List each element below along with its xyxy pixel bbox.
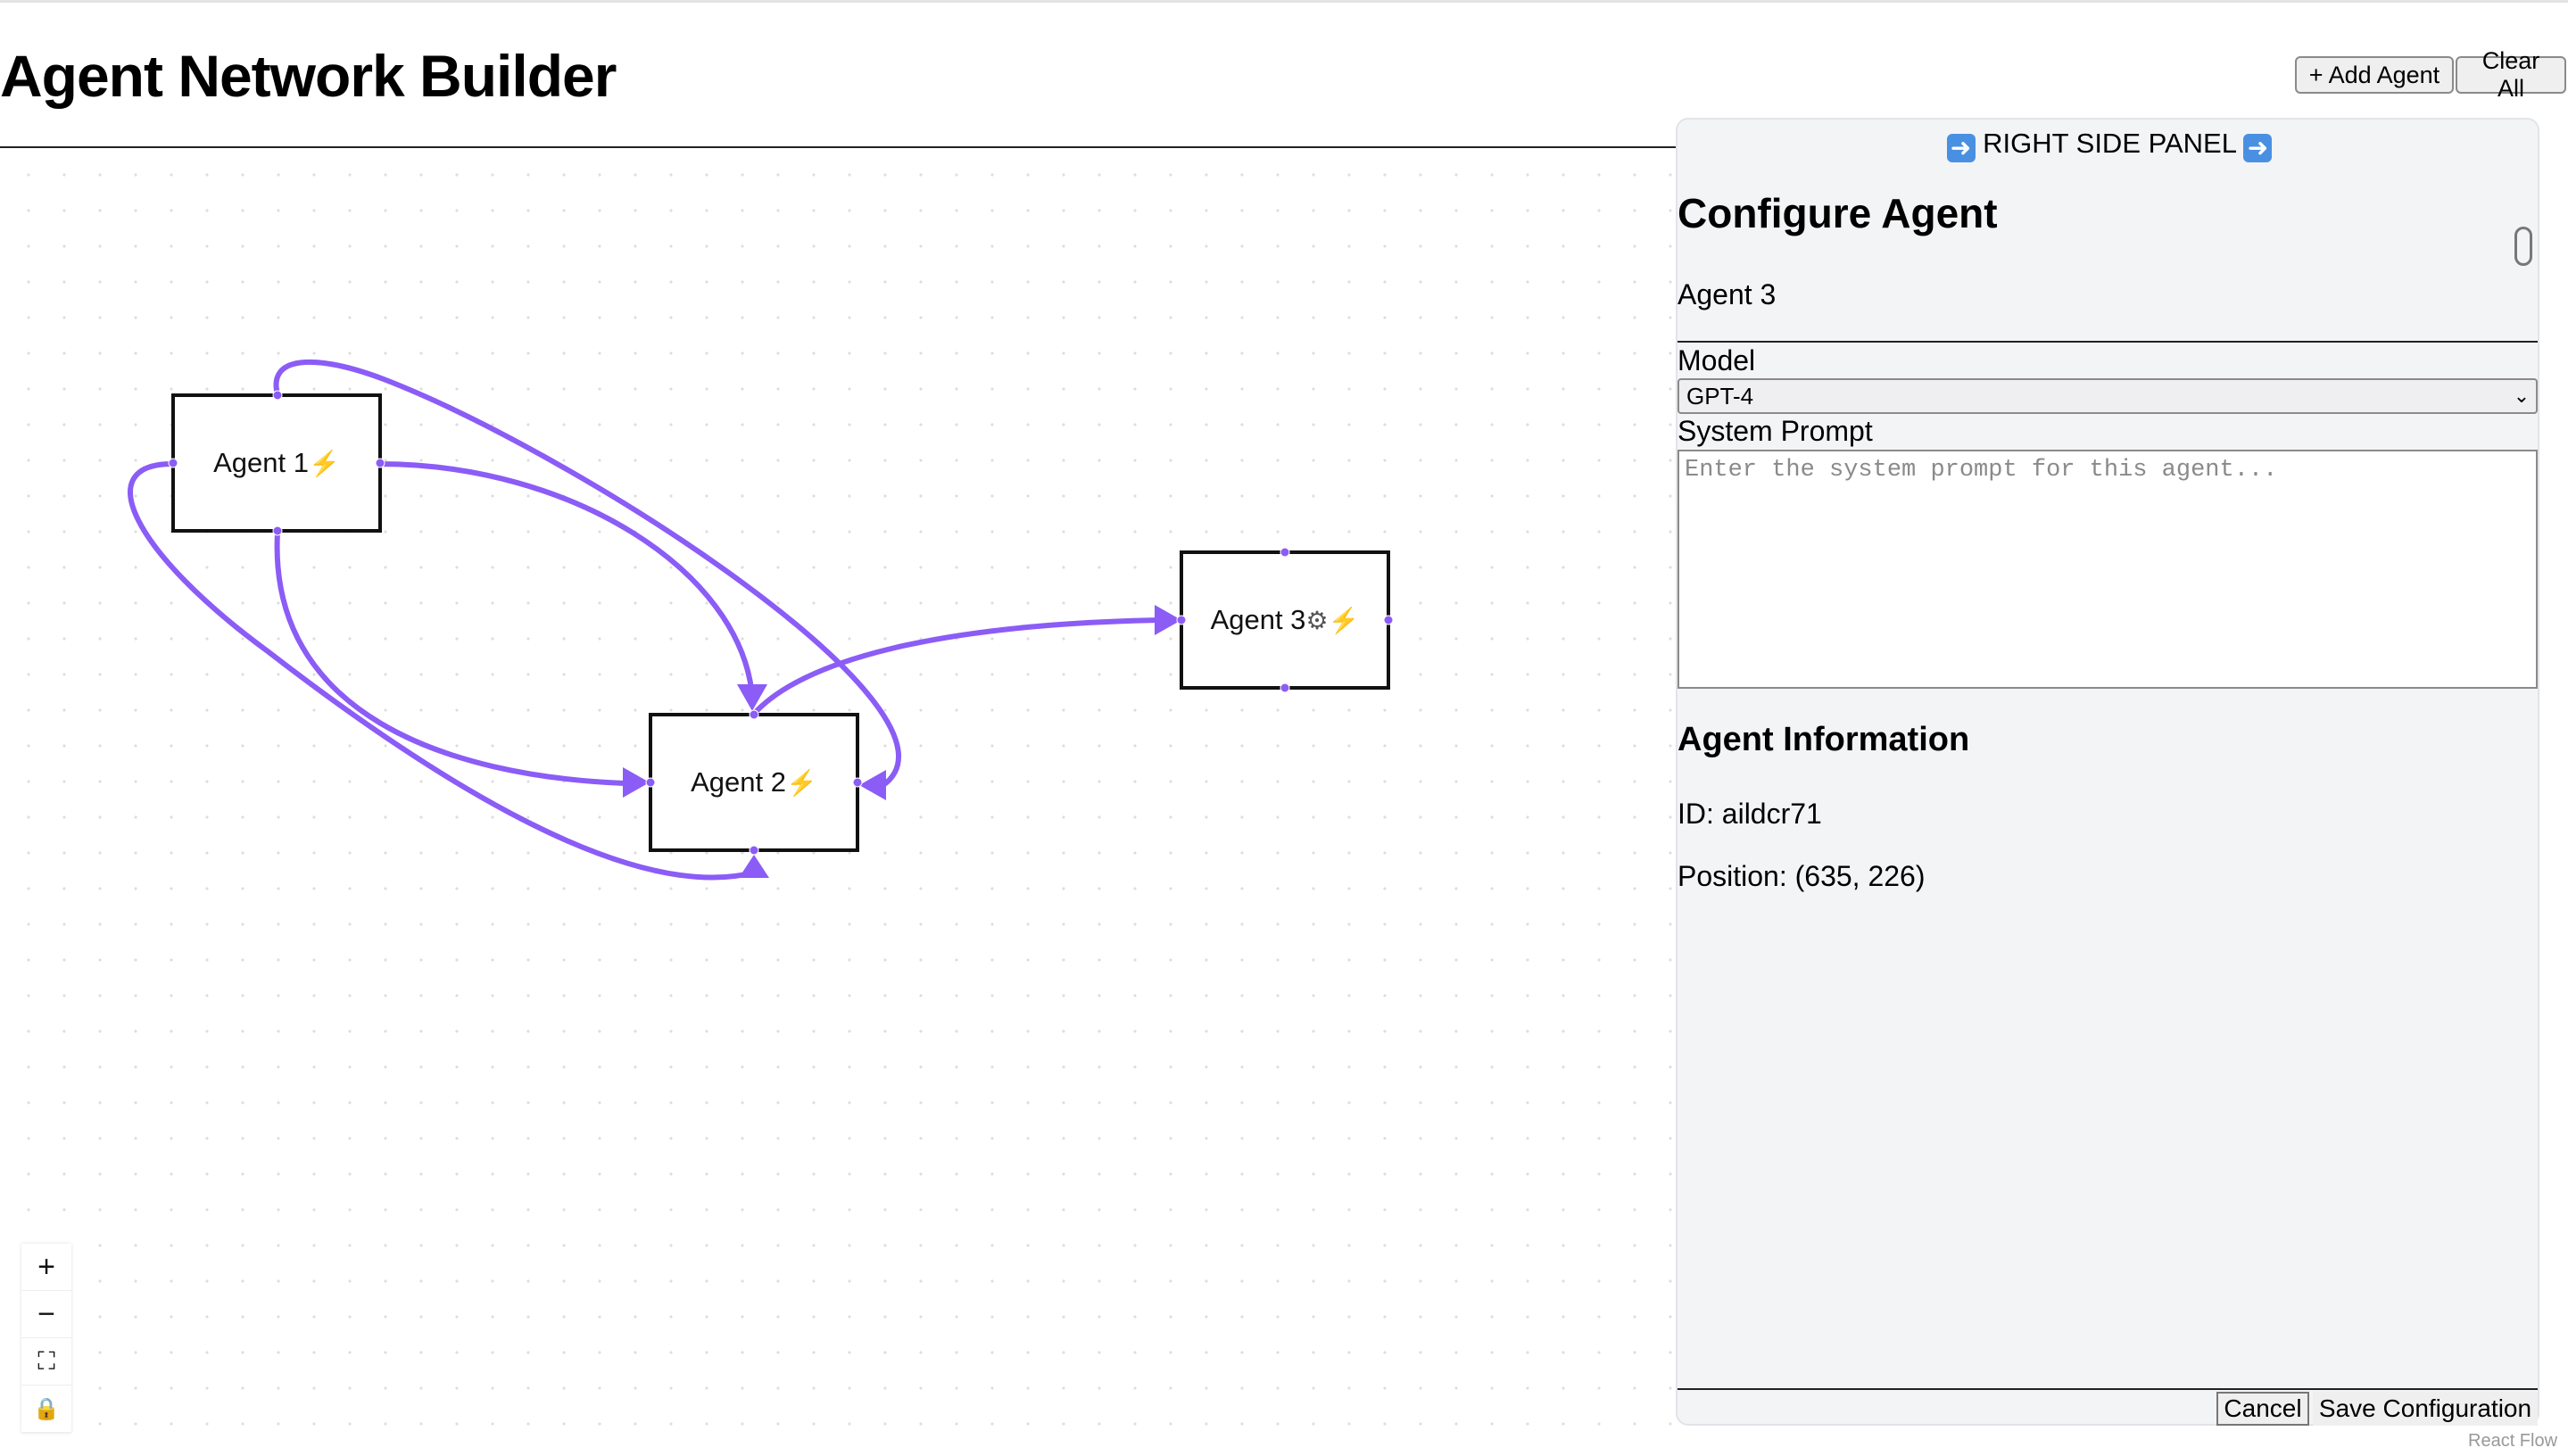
chevron-down-icon: ⌄ bbox=[2513, 385, 2531, 407]
handle-agent1-left[interactable] bbox=[168, 458, 178, 468]
page-title: Agent Network Builder bbox=[0, 43, 617, 109]
scrollbar-thumb[interactable] bbox=[2514, 227, 2532, 266]
clear-all-button[interactable]: Clear All bbox=[2456, 47, 2566, 102]
agent-node-1[interactable]: Agent 1 ⚡ bbox=[171, 393, 382, 533]
right-arrow-icon: ➜ bbox=[2243, 134, 2273, 162]
title-divider bbox=[0, 146, 1676, 148]
handle-agent3-bottom[interactable] bbox=[1280, 682, 1290, 693]
configure-agent-title: Configure Agent bbox=[1677, 190, 1998, 236]
cancel-button[interactable]: Cancel bbox=[2216, 1392, 2309, 1426]
handle-agent3-top[interactable] bbox=[1280, 547, 1290, 558]
handle-agent3-left[interactable] bbox=[1176, 615, 1187, 625]
agent-node-2[interactable]: Agent 2 ⚡ bbox=[649, 713, 859, 852]
zoom-in-button[interactable]: + bbox=[21, 1244, 71, 1291]
handle-agent3-right[interactable] bbox=[1383, 615, 1394, 625]
agent-node-3[interactable]: Agent 3 ⚙ ⚡ bbox=[1180, 550, 1390, 690]
handle-agent1-top[interactable] bbox=[272, 390, 283, 401]
model-select[interactable]: GPT-4 ⌄ bbox=[1677, 378, 2538, 414]
gear-icon: ⚙ bbox=[1305, 606, 1329, 634]
selected-agent-name: Agent 3 bbox=[1677, 278, 1777, 310]
save-configuration-button[interactable]: Save Configuration bbox=[2313, 1392, 2538, 1426]
react-flow-attribution[interactable]: React Flow bbox=[2468, 1431, 2558, 1451]
right-side-panel: ➜ RIGHT SIDE PANEL ➜ bbox=[1676, 118, 2539, 1426]
panel-badge-text: RIGHT SIDE PANEL bbox=[1983, 128, 2236, 159]
fit-view-button[interactable]: ⛶ bbox=[21, 1338, 71, 1386]
agent-id-text: ID: aildcr71 bbox=[1677, 798, 1822, 830]
system-prompt-label: System Prompt bbox=[1677, 415, 1873, 447]
handle-agent2-right[interactable] bbox=[852, 777, 863, 788]
agent-information-title: Agent Information bbox=[1677, 721, 1970, 758]
agent-node-label: Agent 1 bbox=[213, 447, 309, 478]
agent-node-label: Agent 3 bbox=[1210, 604, 1306, 635]
flow-controls: + − ⛶ 🔒 bbox=[21, 1244, 71, 1433]
right-arrow-icon: ➜ bbox=[1946, 134, 1976, 162]
system-prompt-input[interactable] bbox=[1677, 450, 2538, 689]
agent-position-text: Position: (635, 226) bbox=[1677, 860, 1926, 892]
handle-agent2-left[interactable] bbox=[645, 777, 656, 788]
handle-agent2-top[interactable] bbox=[749, 709, 759, 720]
handle-agent2-bottom[interactable] bbox=[749, 845, 759, 856]
panel-badge: ➜ RIGHT SIDE PANEL ➜ bbox=[1677, 121, 2541, 166]
lightning-icon: ⚡ bbox=[1328, 606, 1360, 634]
handle-agent1-right[interactable] bbox=[375, 458, 385, 468]
lock-button[interactable]: 🔒 bbox=[21, 1386, 71, 1433]
lightning-icon: ⚡ bbox=[309, 449, 340, 477]
handle-agent1-bottom[interactable] bbox=[272, 525, 283, 536]
lightning-icon: ⚡ bbox=[786, 768, 817, 797]
panel-footer-divider bbox=[1677, 1388, 2538, 1390]
zoom-out-button[interactable]: − bbox=[21, 1291, 71, 1338]
agent-name-divider bbox=[1677, 341, 2538, 343]
add-agent-button[interactable]: + Add Agent bbox=[2295, 56, 2454, 94]
model-label: Model bbox=[1677, 344, 1756, 376]
model-select-value: GPT-4 bbox=[1686, 382, 1754, 410]
top-border bbox=[0, 0, 2568, 3]
agent-node-label: Agent 2 bbox=[691, 766, 786, 798]
